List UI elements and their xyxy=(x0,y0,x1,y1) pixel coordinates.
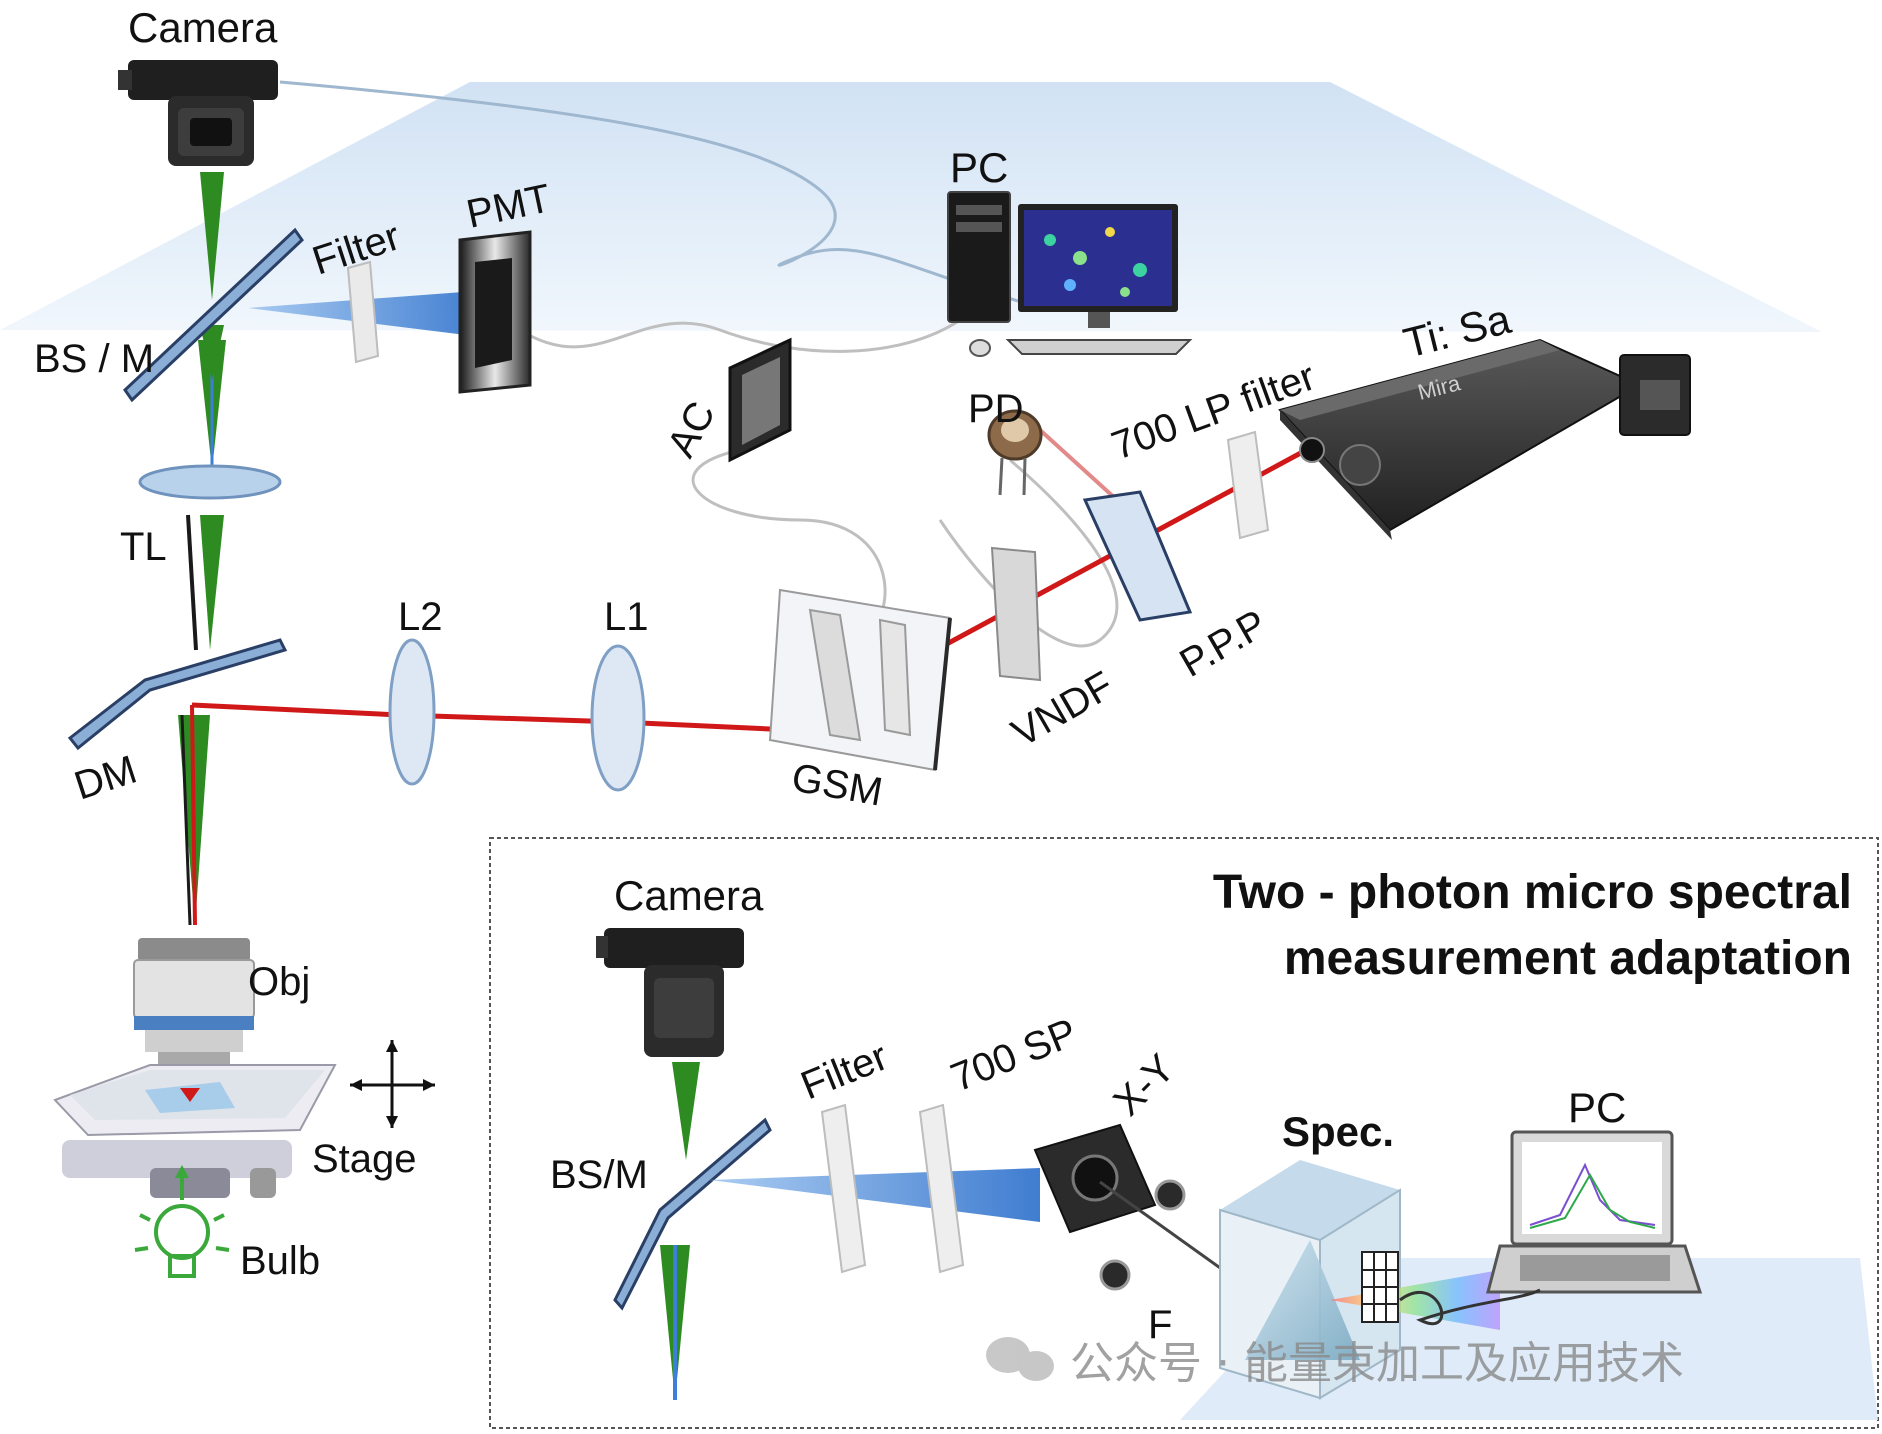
gsm-galvo-mirrors xyxy=(768,588,952,772)
lens-l2 xyxy=(388,638,436,786)
camera-icon xyxy=(118,60,278,166)
green-beam-camera xyxy=(200,172,224,300)
label-pd: PD xyxy=(968,387,1024,431)
optical-table-platform xyxy=(0,82,1822,332)
inset-label-camera: Camera xyxy=(614,872,764,919)
inset-fiber xyxy=(1099,1180,1231,1277)
inset-title-line1: Two - photon micro spectral xyxy=(1213,866,1852,919)
objective-lens xyxy=(133,938,255,1066)
prism-icon xyxy=(1219,1160,1500,1400)
label-bs-m: BS / M xyxy=(34,337,154,381)
label-l1: L1 xyxy=(604,595,649,639)
ppp-plate xyxy=(1082,490,1193,622)
filter-top xyxy=(346,260,380,364)
label-l2: L2 xyxy=(398,595,443,639)
inset-camera-icon xyxy=(596,928,744,1057)
ti-sa-laser xyxy=(1278,338,1691,540)
lp-filter xyxy=(1226,430,1270,540)
inset-cable-spec-pc xyxy=(1399,1288,1541,1326)
watermark-text: 公众号 · 能量束加工及应用技术 xyxy=(1070,1338,1684,1389)
pd-photodiode xyxy=(987,409,1043,496)
watermark-icon xyxy=(986,1337,1054,1381)
inset-bs-m-mirror xyxy=(613,1117,772,1311)
inset-xy-mount xyxy=(1033,1123,1186,1291)
bs-m-mirror-top xyxy=(123,227,304,403)
green-beam-tl-lower xyxy=(200,515,224,650)
red-laser-horizontal xyxy=(191,702,901,738)
label-gsm: GSM xyxy=(788,756,885,815)
inset-label-spec: Spec. xyxy=(1282,1108,1394,1155)
cable-ac-gsm xyxy=(691,448,887,642)
label-ppp: P.P.P xyxy=(1173,602,1275,686)
dark-beam-obj xyxy=(180,714,192,926)
inset-label-f: F xyxy=(1148,1303,1172,1347)
cable-pd-pc xyxy=(938,458,1119,648)
inset-sp-filter xyxy=(918,1103,965,1274)
label-ac: AC xyxy=(659,394,724,464)
label-dm: DM xyxy=(69,747,142,808)
ac-face xyxy=(742,357,780,445)
label-pc-top: PC xyxy=(950,144,1008,191)
inset-label-bsm: BS/M xyxy=(550,1153,648,1197)
label-obj: Obj xyxy=(248,960,310,1004)
lens-l1 xyxy=(590,644,646,792)
cable-camera-pc xyxy=(279,80,1051,312)
label-stage: Stage xyxy=(312,1137,417,1181)
laptop-icon xyxy=(1486,1130,1703,1294)
inset-filter xyxy=(820,1103,867,1274)
label-camera-top: Camera xyxy=(128,4,278,51)
red-beam-obj xyxy=(190,704,197,926)
inset-blue-cone xyxy=(710,1168,1040,1222)
dm-mirror xyxy=(67,638,288,751)
bulb-icon xyxy=(134,1165,230,1278)
microscope-stage xyxy=(53,1064,337,1198)
stage-arrows-icon xyxy=(350,1040,435,1128)
inset-title-line2: measurement adaptation xyxy=(1284,932,1852,985)
tube-lens-disk xyxy=(138,464,282,500)
pc-icon xyxy=(947,191,1193,357)
inset-label-pc: PC xyxy=(1568,1084,1626,1131)
label-tl: TL xyxy=(120,525,167,569)
vndf-filter xyxy=(990,546,1042,682)
inset-green-beam xyxy=(672,1062,700,1160)
label-bulb: Bulb xyxy=(240,1239,320,1283)
pmt-icon xyxy=(458,230,532,394)
green-beam-bsm xyxy=(200,325,224,380)
cable-pmt-pc xyxy=(519,318,961,353)
dark-line-tl xyxy=(186,514,198,651)
